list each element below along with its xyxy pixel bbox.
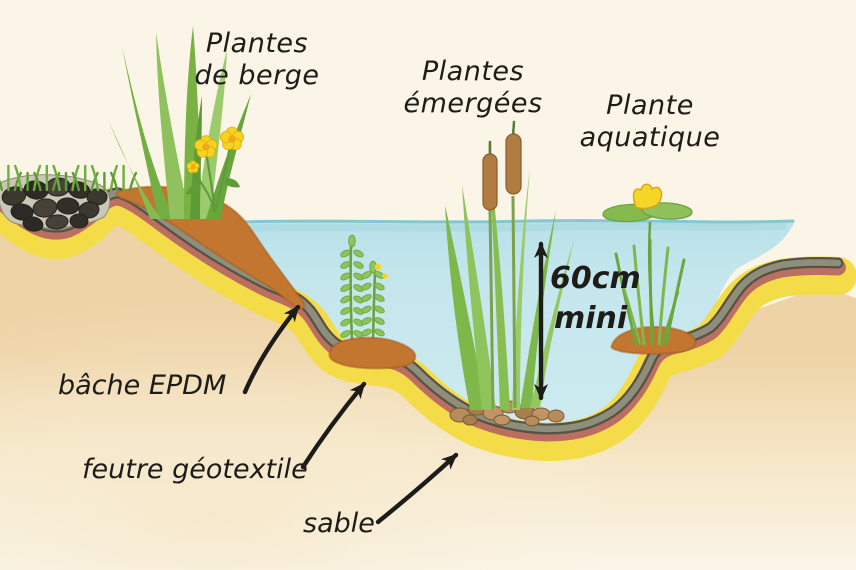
grass-blade bbox=[657, 246, 670, 346]
label-line: Plante bbox=[606, 90, 694, 121]
weed-leaflet bbox=[340, 272, 351, 281]
waterweed-flower bbox=[382, 273, 388, 279]
lily-stem bbox=[647, 221, 655, 329]
pebble bbox=[22, 216, 44, 232]
arrow-bache-epdm bbox=[242, 304, 301, 395]
buttercup-plant bbox=[186, 126, 245, 213]
weed-leaflet bbox=[340, 249, 351, 258]
arrow-sable bbox=[375, 452, 459, 525]
grass-blade bbox=[614, 252, 638, 346]
water-surface-line bbox=[236, 219, 795, 224]
cattail-stem bbox=[488, 209, 495, 411]
grass-blade bbox=[0, 179, 4, 192]
weed-leaflet bbox=[353, 249, 364, 258]
grass-blade bbox=[660, 290, 680, 346]
cattail-spike bbox=[482, 153, 498, 211]
shelf-soil bbox=[328, 336, 417, 370]
buttercup-leaf bbox=[186, 184, 201, 195]
waterweed-leaflets bbox=[340, 234, 385, 348]
buttercup-stem bbox=[193, 171, 216, 213]
water-lily bbox=[602, 183, 693, 329]
pebble bbox=[78, 201, 100, 219]
cattail-leaf bbox=[462, 185, 496, 410]
weed-leaflet bbox=[361, 282, 372, 291]
buttercup-flowers bbox=[186, 126, 245, 174]
label-line: émergées bbox=[403, 88, 542, 119]
weed-leaflet bbox=[374, 305, 385, 314]
dark-pebbles bbox=[1, 177, 108, 232]
weed-leaflet bbox=[340, 318, 351, 327]
grass-blade bbox=[13, 171, 22, 192]
weed-leaflet bbox=[340, 261, 351, 269]
lily-flower bbox=[632, 183, 663, 210]
cattail-spike bbox=[505, 133, 522, 195]
weed-leaflet bbox=[361, 317, 372, 325]
label-depth: 60cm mini bbox=[550, 261, 641, 336]
weed-leaflet bbox=[361, 305, 372, 314]
weed-leaflet bbox=[374, 282, 385, 291]
stone bbox=[462, 414, 478, 426]
weed-leaflet bbox=[374, 328, 385, 337]
grass-blade bbox=[90, 171, 99, 192]
grass-blade bbox=[128, 171, 138, 192]
grass-blade bbox=[52, 164, 61, 192]
label-feutre-geotextile: feutre géotextile bbox=[82, 454, 308, 485]
cattail-stem bbox=[511, 195, 517, 409]
grass-blade bbox=[33, 171, 42, 192]
waterweed-stem bbox=[349, 244, 354, 342]
weed-leaflet bbox=[353, 261, 364, 269]
pebble bbox=[45, 214, 69, 230]
label-bache-epdm: bâche EPDM bbox=[58, 370, 226, 401]
grass-blade bbox=[71, 171, 80, 192]
buttercup-stem bbox=[213, 145, 232, 213]
weed-leaflet bbox=[361, 328, 372, 337]
grass-blade bbox=[110, 171, 119, 192]
grass-blade bbox=[632, 244, 646, 346]
weed-leaflet bbox=[374, 317, 385, 325]
weed-leaflet bbox=[340, 307, 351, 315]
flower-center bbox=[191, 165, 195, 169]
iris-leaf bbox=[156, 32, 190, 219]
bank-pebble-area bbox=[0, 164, 138, 232]
grass-blade bbox=[90, 164, 100, 192]
water-surface-shade bbox=[243, 222, 787, 232]
grass-blade bbox=[14, 164, 23, 192]
weed-leaflet bbox=[340, 284, 351, 292]
pebble bbox=[56, 197, 80, 215]
label-line: 60cm bbox=[550, 261, 641, 296]
label-line: de berge bbox=[195, 60, 320, 91]
turf-grass bbox=[0, 164, 138, 192]
stone bbox=[493, 414, 511, 426]
lily-pad bbox=[641, 202, 693, 220]
weed-leaflet bbox=[374, 294, 385, 302]
arrow-feutre-geotextile bbox=[300, 381, 367, 470]
flower-center bbox=[202, 143, 210, 151]
weed-bud bbox=[348, 234, 356, 248]
weed-leaflet bbox=[340, 330, 351, 338]
stone bbox=[547, 409, 565, 423]
label-line: Plantes bbox=[206, 28, 308, 59]
stone bbox=[524, 415, 540, 427]
pebble bbox=[69, 213, 89, 229]
cattail-leaf bbox=[445, 205, 486, 410]
weed-leaflet bbox=[361, 294, 372, 302]
iris-leaf bbox=[196, 50, 227, 219]
label-line: mini bbox=[554, 301, 628, 336]
grass-blade bbox=[52, 171, 61, 192]
pebble bbox=[10, 203, 34, 221]
flower-center bbox=[228, 135, 236, 143]
label-line: aquatique bbox=[580, 122, 721, 153]
buttercup-leaf bbox=[224, 178, 240, 188]
cattail-leaf bbox=[512, 168, 530, 410]
waterweed-flower bbox=[374, 263, 382, 271]
grass-blade bbox=[622, 286, 642, 346]
label-sable: sable bbox=[303, 508, 375, 539]
weed-leaflet bbox=[340, 295, 351, 304]
label-line: Plantes bbox=[422, 56, 524, 87]
